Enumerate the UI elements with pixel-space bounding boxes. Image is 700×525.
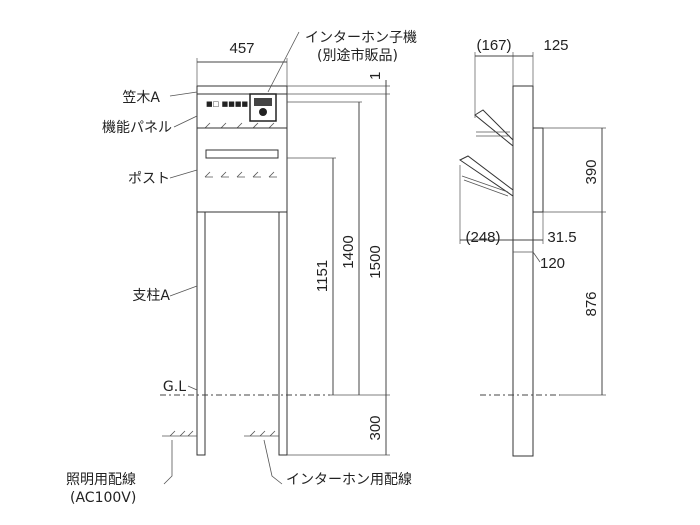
label-sold-separately: (別途市販品): [317, 47, 398, 64]
label-pillar: 支柱A: [132, 288, 170, 304]
front-view: ■□ ■■■■ 457: [66, 30, 417, 506]
cap-kasagi: [196, 85, 288, 95]
buried-wiring-left: [162, 430, 197, 437]
height-1500-dimension: 1500: [367, 245, 384, 278]
post-light-marks: [204, 171, 277, 178]
width-dimension: 457: [229, 40, 254, 57]
label-intercom-unit: インターホン子機: [305, 30, 417, 46]
embed-300-dimension: 300: [367, 415, 384, 440]
intercom-wiring-leader: [263, 439, 283, 485]
lighting-leader: [163, 440, 173, 485]
intercom-leader: [267, 31, 300, 93]
top-gap-dimension: 1: [367, 72, 384, 80]
label-function-panel: 機能パネル: [102, 120, 172, 136]
side-pillar: [512, 85, 534, 457]
lower-bracket-plate: [461, 175, 509, 197]
side-mid-left-dimension: (248): [465, 229, 500, 246]
label-ground-level: G.L: [163, 379, 186, 395]
side-mid-right-dimension: 31.5: [547, 229, 576, 246]
lower-bracket-arm: [459, 155, 514, 197]
mail-slot: [205, 149, 279, 159]
upper-bracket-plate: [476, 131, 510, 137]
height-1400-dimension: 1400: [340, 235, 357, 268]
pillar-right: [278, 211, 288, 456]
side-top-left-dimension: (167): [476, 37, 511, 54]
label-intercom-wiring: インターホン用配線: [286, 472, 412, 488]
pillar-width-dimension: 120: [540, 255, 565, 272]
side-view: (167) 125 (248) 31.5 120 390 876: [459, 37, 606, 457]
label-post: ポスト: [128, 171, 170, 187]
intercom-camera: [254, 98, 272, 106]
pillar-left: [196, 211, 206, 456]
mailbox-post: [196, 127, 288, 213]
pillar-width-leader: [513, 251, 541, 263]
intercom-button-icon: [259, 108, 267, 116]
upper-bracket-arm: [474, 109, 514, 148]
buried-wiring-right: [244, 430, 279, 437]
nameplate-mark: ■□ ■■■■: [206, 100, 248, 108]
height-876-dimension: 876: [583, 291, 600, 316]
label-lighting-wiring: 照明用配線: [66, 472, 136, 488]
label-ac100v: (AC100V): [70, 490, 136, 506]
side-top-right-dimension: 125: [543, 37, 568, 54]
side-panel-box: [532, 127, 544, 213]
label-kasagi: 笠木A: [122, 90, 160, 106]
height-1151-dimension: 1151: [314, 260, 331, 292]
height-390-dimension: 390: [583, 159, 600, 184]
